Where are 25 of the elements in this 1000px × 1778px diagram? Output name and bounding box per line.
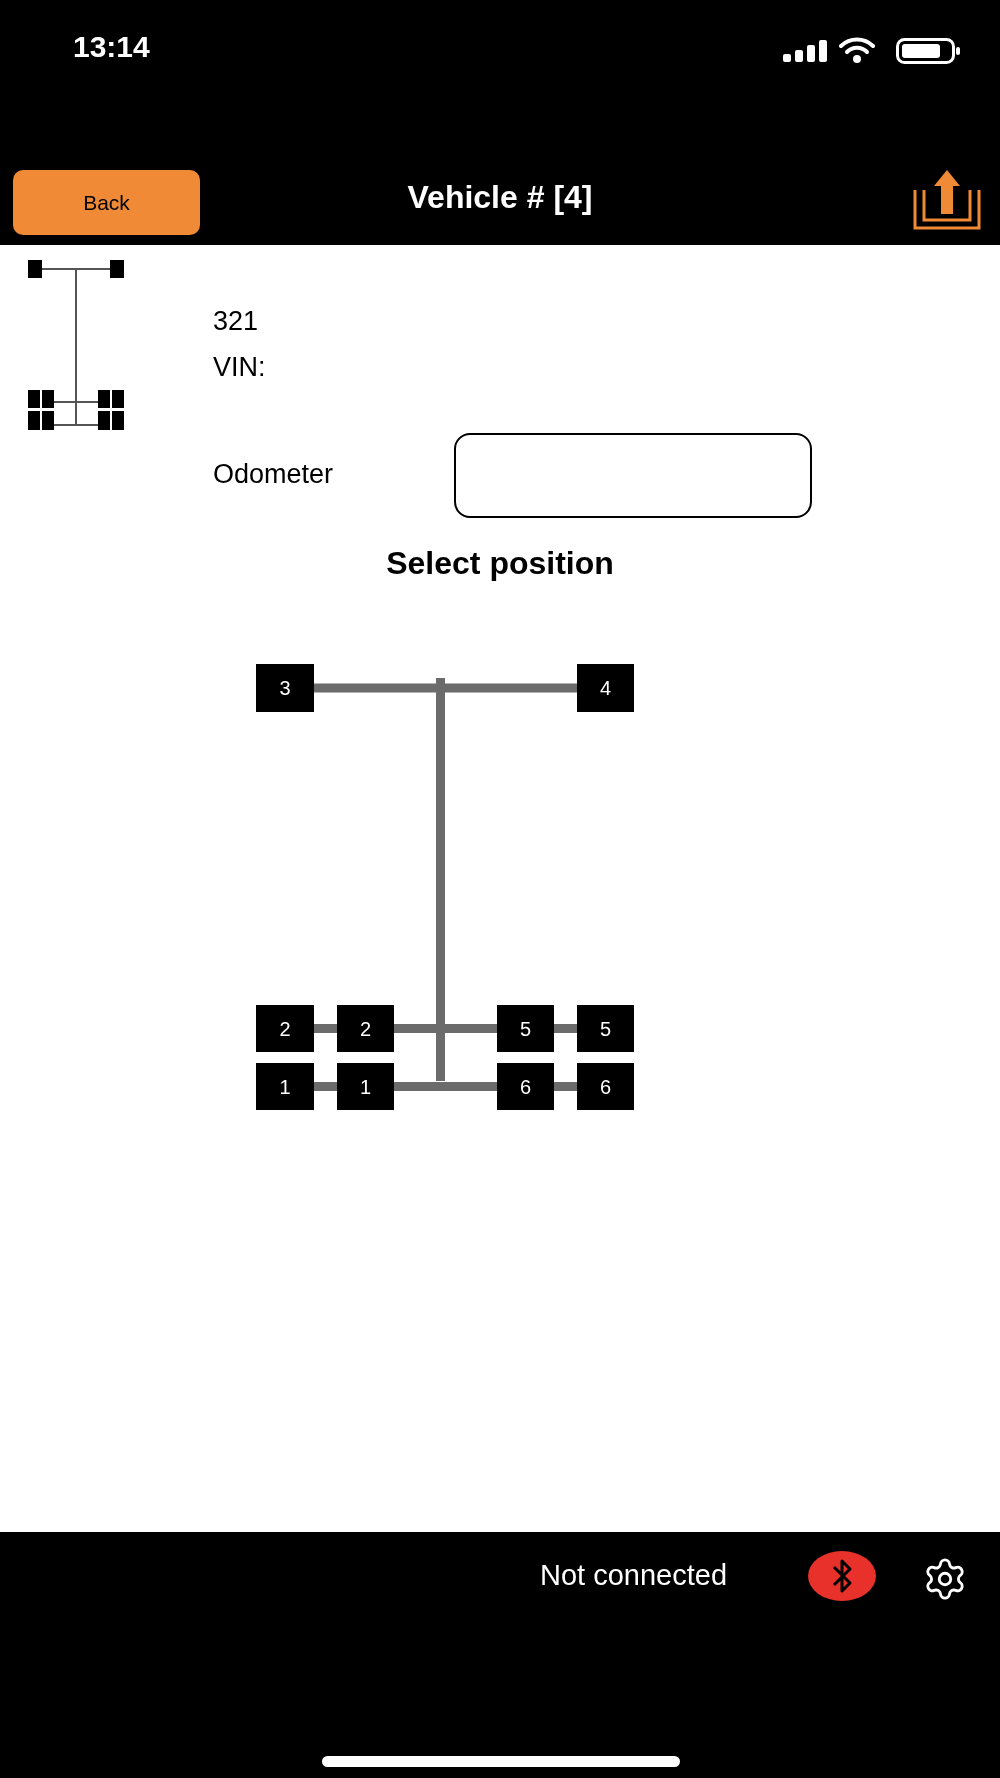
back-button: Back xyxy=(13,170,200,235)
tire-position-tile: 4 xyxy=(577,664,634,712)
tire-position-tile: 6 xyxy=(577,1063,634,1110)
status-time: 13:14 xyxy=(73,32,150,62)
tire-position-tile: 6 xyxy=(497,1063,554,1110)
axle-line xyxy=(394,1082,497,1091)
connection-status: Not connected xyxy=(540,1561,727,1590)
axle-line xyxy=(314,1082,337,1091)
axle-line xyxy=(394,1024,497,1033)
section-heading: Select position xyxy=(385,547,615,579)
tire-position-tile: 2 xyxy=(337,1005,394,1052)
tire-position-tile: 1 xyxy=(337,1063,394,1110)
vin-label: VIN: xyxy=(213,354,266,381)
axle-line xyxy=(554,1082,577,1091)
tire-position-tile: 5 xyxy=(577,1005,634,1052)
axle-line xyxy=(314,683,577,693)
tire-position-tile: 5 xyxy=(497,1005,554,1052)
vehicle-number: 321 xyxy=(213,308,259,335)
axle-line xyxy=(554,1024,577,1033)
odometer-label: Odometer xyxy=(213,461,334,488)
screen-title: Vehicle # [4] xyxy=(406,181,594,213)
tire-position-tile: 2 xyxy=(256,1005,314,1052)
tire-position-tile: 3 xyxy=(256,664,314,712)
axle-line xyxy=(314,1024,337,1033)
tire-position-tile: 1 xyxy=(256,1063,314,1110)
